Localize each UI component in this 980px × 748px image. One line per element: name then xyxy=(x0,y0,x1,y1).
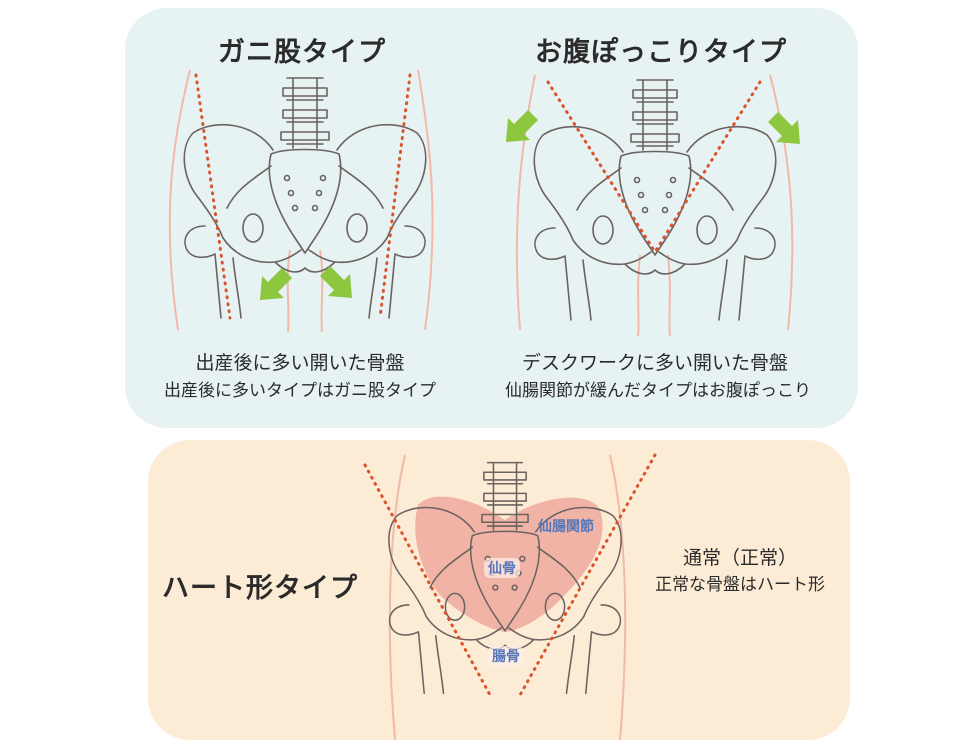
potbelly-type-title: お腹ぽっこりタイプ xyxy=(535,37,787,68)
top-panel xyxy=(125,8,858,428)
heart-type-title: ハート形タイプ xyxy=(162,573,358,604)
ilium-label: 腸骨 xyxy=(488,646,524,666)
dotted-guide-line xyxy=(363,463,492,697)
bowlegged-type-title: ガニ股タイプ xyxy=(218,37,386,68)
sacrum-label: 仙骨 xyxy=(484,558,520,578)
normal-caption-main: 通常（正常） xyxy=(682,547,797,569)
dotted-guide-line xyxy=(378,73,412,320)
bowlegged-caption-sub: 出産後に多いタイプはガニ股タイプ xyxy=(164,381,436,401)
potbelly-pelvis-illustration xyxy=(506,74,800,337)
dotted-guide-line xyxy=(653,80,762,254)
potbelly-caption-sub: 仙腸関節が緩んだタイプはお腹ぽっこり xyxy=(505,381,811,401)
sacroiliac-joint-label: 仙腸関節 xyxy=(538,519,594,535)
potbelly-caption-main: デスクワークに多い開いた骨盤 xyxy=(521,352,788,374)
bowlegged-pelvis-illustration xyxy=(168,69,434,333)
dotted-guide-line xyxy=(194,73,232,320)
arrow-icon xyxy=(768,112,800,144)
arrow-icon xyxy=(320,266,352,298)
arrow-icon xyxy=(506,110,538,142)
heart-pelvis-illustration xyxy=(363,453,657,741)
dotted-guide-line xyxy=(546,80,657,254)
normal-caption-sub: 正常な骨盤はハート形 xyxy=(655,575,825,595)
bowlegged-caption-main: 出産後に多い開いた骨盤 xyxy=(195,352,405,374)
